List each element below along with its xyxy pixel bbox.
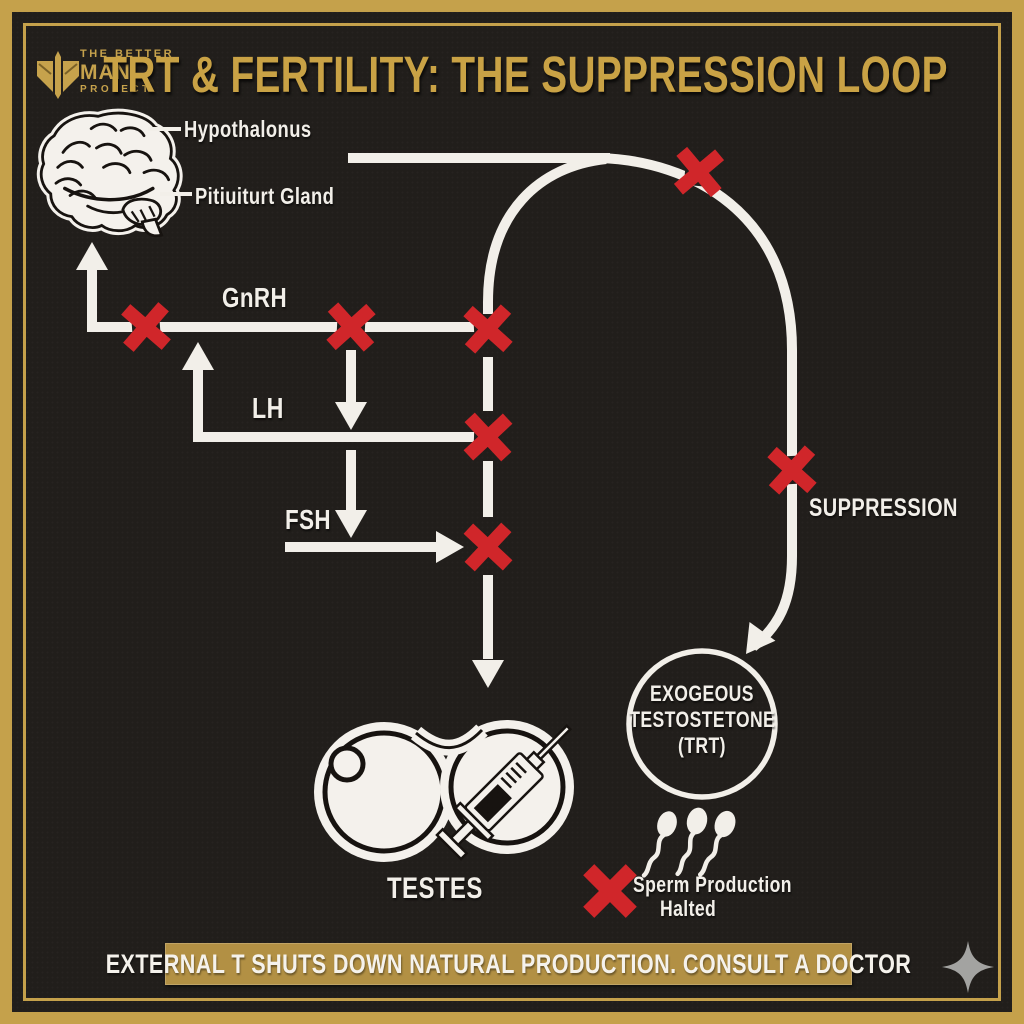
x-mark-lh [468,417,507,456]
sperm-production-note: Sperm Production Halted [633,872,792,921]
gnrh-label: GnRH [222,282,288,313]
footer-banner: EXTERNAL T SHUTS DOWN NATURAL PRODUCTION… [106,943,911,985]
x-mark-sperm [589,870,632,913]
arrow-to-trt [746,621,776,654]
better-man-project-logo-icon [37,51,79,99]
sperm-icons [641,807,736,878]
sparkle-icon [942,941,994,993]
x-mark-gnrh-2 [331,307,371,347]
sperm-icon [697,810,736,877]
logo-line-top: THE BETTER [80,48,175,60]
sperm-icon [641,811,677,878]
flow-lines [87,153,797,659]
syringe-icon [435,723,573,861]
logo-line-main: MAN [80,61,131,84]
testes-label: TESTES [387,872,483,905]
arc-to-dashed-branch [483,154,607,314]
arrow-fsh-right [436,531,464,563]
arrow-to-testes [472,660,504,688]
arrow-gnrh-down [335,402,367,430]
brain-icon [36,108,183,238]
hypothalamus-label: Hypothalonus [184,116,312,142]
suppression-label: SUPPRESSION [809,494,958,522]
x-mark-gnrh-3 [468,309,508,349]
arrow-lh-down [335,510,367,538]
trt-circle-text: EXOGEOUS TESTOSTETONE (TRT) [629,681,775,758]
testes-icon [314,720,574,862]
logo-line-bottom: PROJECT [80,84,152,95]
x-mark-fsh [468,527,507,566]
arrow-lh-up [182,342,214,370]
trt-circle [626,648,778,800]
arrow-to-brain [76,242,108,270]
lh-label: LH [252,393,284,425]
fsh-label: FSH [285,504,331,535]
sperm-icon [675,807,708,877]
suppression-arc [599,153,797,651]
x-mark-suppression [772,450,812,490]
page-title: TRT & FERTILITY: THE SUPPRESSION LOOP [103,45,949,103]
logo-text: THE BETTER MAN PROJECT [80,49,174,95]
arrowheads [76,242,776,688]
pituitary-gland-label: Pitiuiturt Gland [195,183,335,209]
